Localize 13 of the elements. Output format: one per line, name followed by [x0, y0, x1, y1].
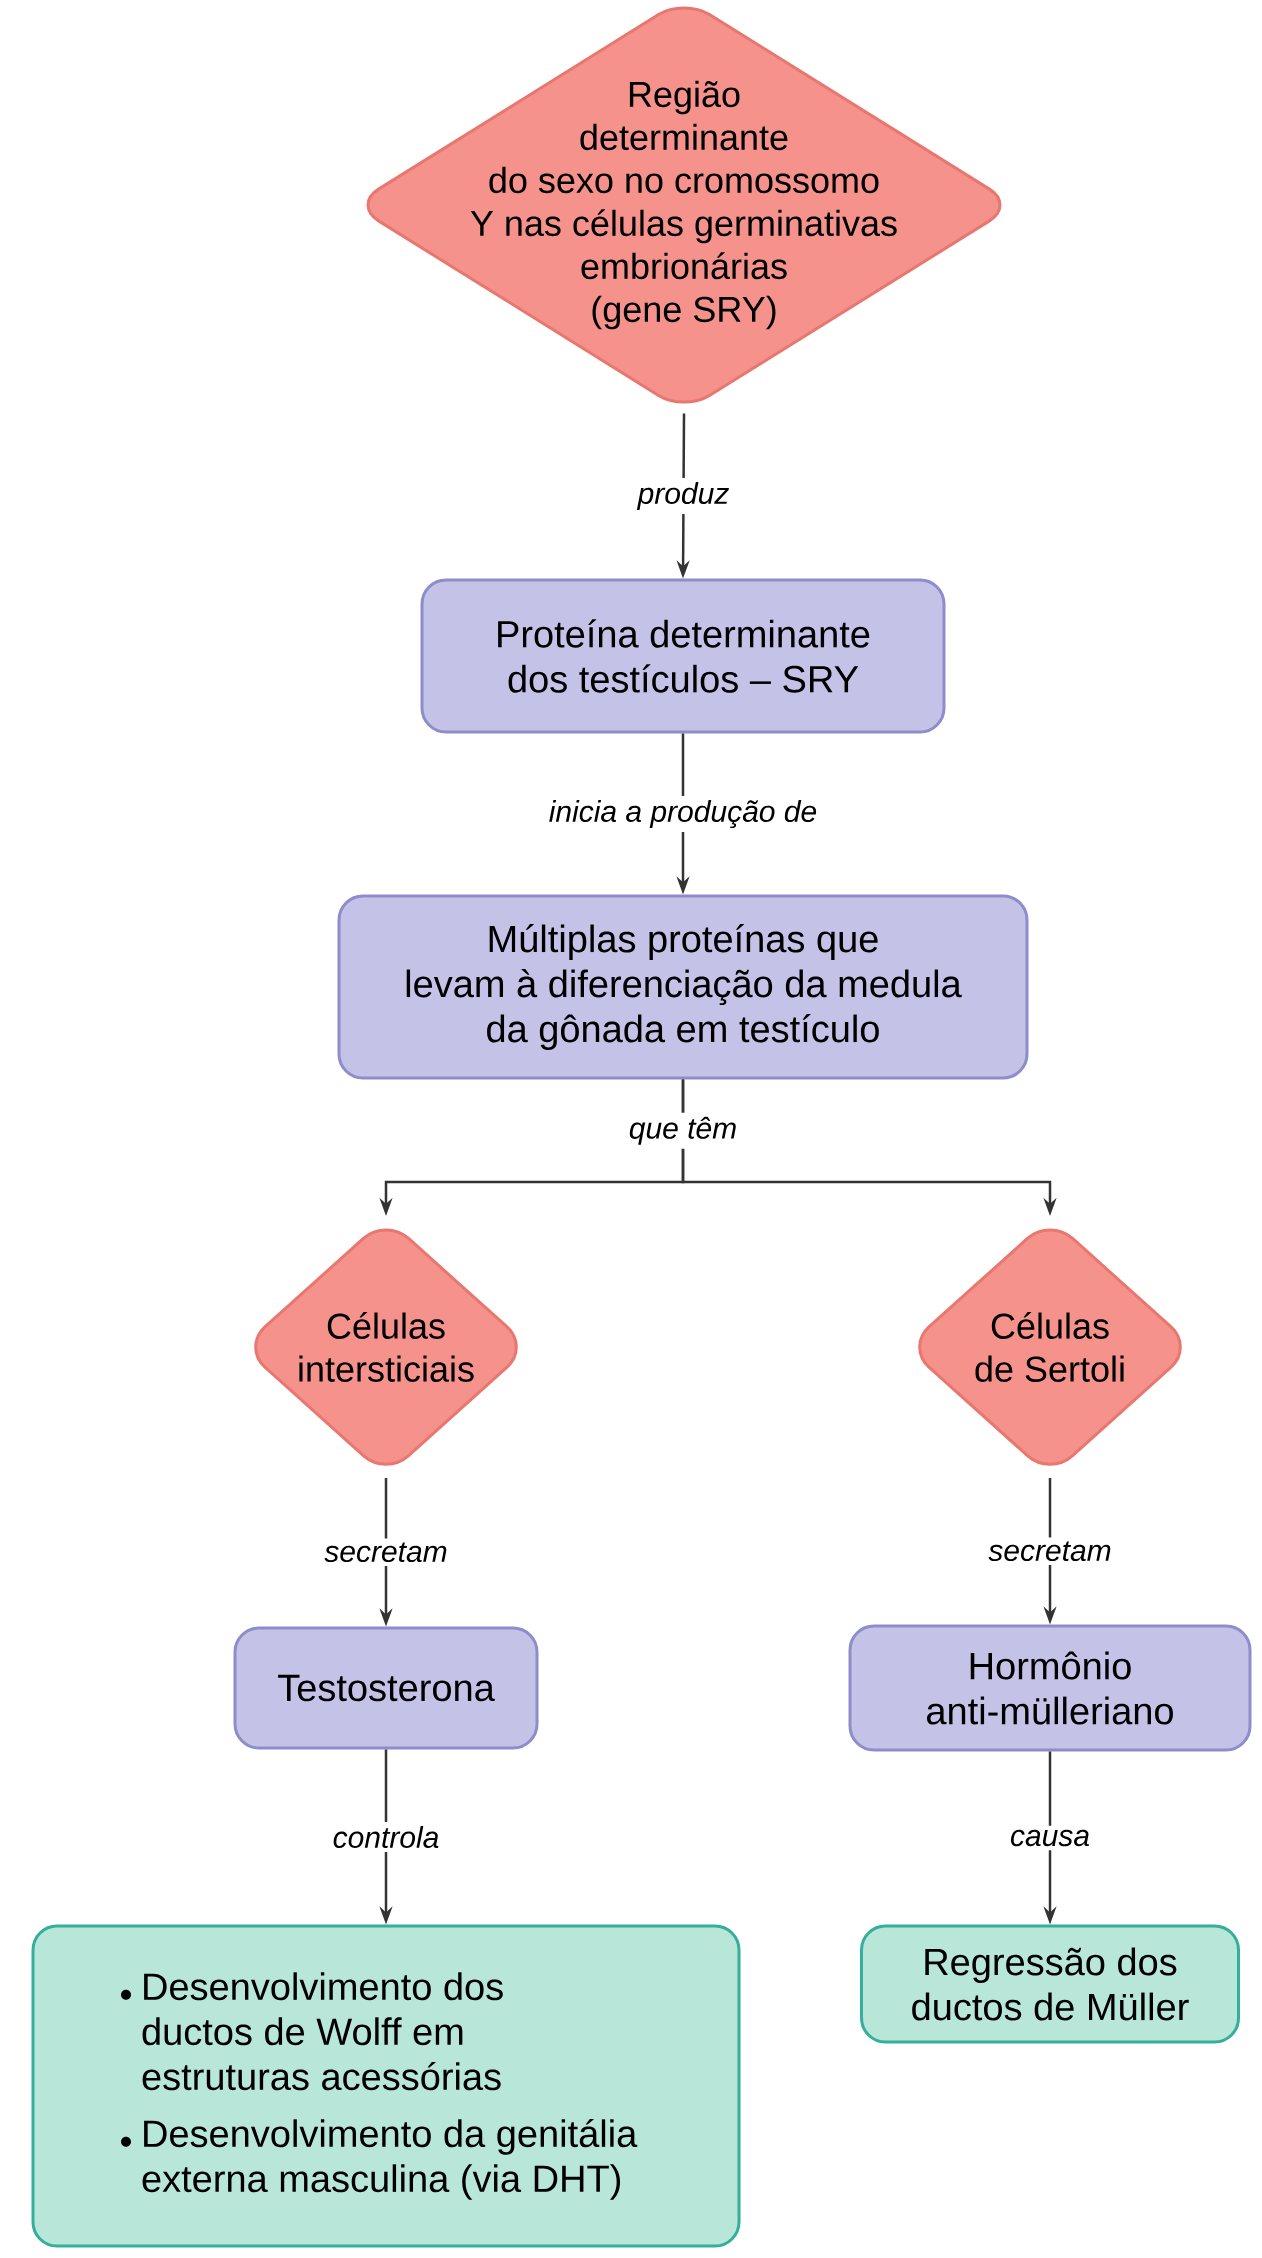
edge-label: causa: [1006, 1825, 1095, 1851]
result-box: Desenvolvimento dos ductos de Wolff em estruturas acessórias Desenvolvimento da genitália externa masculina (via DHT): [31, 1924, 741, 2248]
edge-label: inicia a produção de: [544, 796, 822, 832]
process-box: Hormônio anti-mülleriano: [848, 1624, 1252, 1752]
process-box: Múltiplas proteínas que levam à diferenciação da medula da gônada em testículo: [337, 894, 1029, 1080]
edge-label: produz: [633, 478, 734, 514]
edge-label: secretam: [984, 1537, 1116, 1566]
process-box: Proteína determinante dos testículos – SRY: [420, 578, 946, 734]
edge-label: que têm: [624, 1112, 742, 1149]
edge-label: controla: [328, 1822, 444, 1853]
process-box: Testosterona: [233, 1626, 539, 1750]
edge-label: secretam: [320, 1538, 452, 1567]
process-box: Regressão dos ductos de Müller: [860, 1924, 1240, 2044]
